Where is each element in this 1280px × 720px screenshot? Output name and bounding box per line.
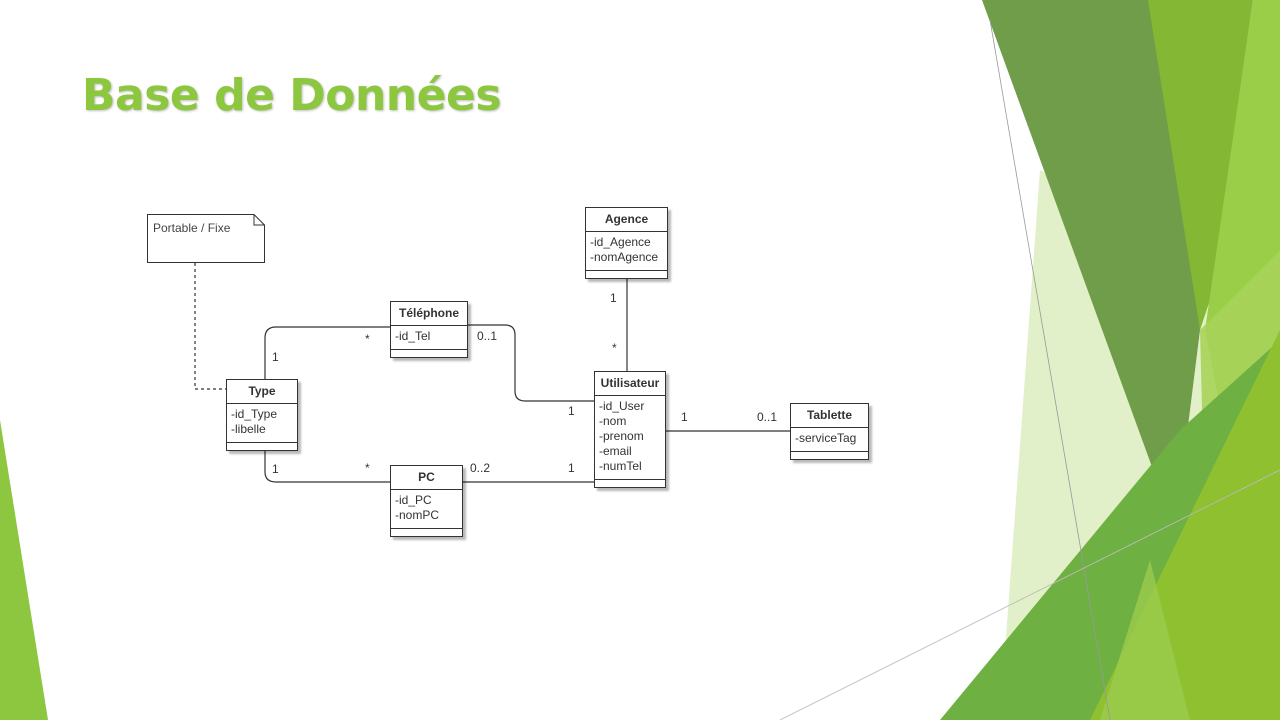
class-agence: Agence -id_Agence -nomAgence bbox=[585, 207, 668, 279]
class-type-name: Type bbox=[227, 380, 297, 404]
attribute: -id_User bbox=[599, 399, 645, 413]
attribute: -libelle bbox=[231, 422, 266, 436]
class-telephone: Téléphone -id_Tel bbox=[390, 301, 468, 358]
multiplicity-telephone-utilisateur-utilisateur-end: 1 bbox=[568, 404, 575, 418]
multiplicity-telephone-utilisateur-telephone-end: 0..1 bbox=[477, 329, 498, 343]
note-shape-icon bbox=[147, 214, 265, 263]
multiplicity-pc-utilisateur-pc-end: 0..2 bbox=[470, 461, 491, 475]
class-tablette-operations bbox=[791, 452, 868, 459]
multiplicity-type-telephone-type-end: 1 bbox=[272, 350, 279, 364]
class-pc-name: PC bbox=[391, 466, 462, 490]
class-tablette-name: Tablette bbox=[791, 404, 868, 428]
class-pc-attributes: -id_PC -nomPC bbox=[391, 490, 462, 529]
multiplicity-utilisateur-tablette-tablette-end: 0..1 bbox=[757, 410, 778, 424]
attribute: -id_Type bbox=[231, 407, 278, 421]
association-type-telephone bbox=[264, 326, 390, 379]
multiplicity-utilisateur-tablette-utilisateur-end: 1 bbox=[681, 410, 688, 424]
class-agence-name: Agence bbox=[586, 208, 667, 232]
class-tablette-attributes: -serviceTag bbox=[791, 428, 868, 452]
association-type-pc bbox=[264, 451, 390, 483]
multiplicity-agence-utilisateur-utilisateur-end: * bbox=[612, 341, 617, 355]
right-mid-green-triangle bbox=[1148, 0, 1253, 330]
left-green-sliver bbox=[0, 420, 48, 720]
multiplicity-pc-utilisateur-utilisateur-end: 1 bbox=[568, 461, 575, 475]
class-agence-operations bbox=[586, 271, 667, 278]
note-text: Portable / Fixe bbox=[153, 221, 231, 235]
attribute: -nomAgence bbox=[590, 250, 659, 264]
attribute: -numTel bbox=[599, 459, 642, 473]
attribute: -id_Agence bbox=[590, 235, 651, 249]
multiplicity-type-pc-type-end: 1 bbox=[272, 462, 279, 476]
attribute: -nom bbox=[599, 414, 627, 428]
attribute: -email bbox=[599, 444, 632, 458]
note-anchor-dashed bbox=[194, 263, 226, 390]
class-utilisateur: Utilisateur -id_User -nom -prenom -email… bbox=[594, 371, 666, 488]
class-tablette: Tablette -serviceTag bbox=[790, 403, 869, 460]
bottom-light-overlay bbox=[1100, 560, 1190, 720]
class-utilisateur-attributes: -id_User -nom -prenom -email -numTel bbox=[595, 396, 665, 480]
class-telephone-name: Téléphone bbox=[391, 302, 467, 326]
class-telephone-attributes: -id_Tel bbox=[391, 326, 467, 350]
class-utilisateur-operations bbox=[595, 480, 665, 487]
class-pc-operations bbox=[391, 529, 462, 536]
class-type-operations bbox=[227, 443, 297, 450]
thin-diagonal-line-2 bbox=[779, 469, 1280, 720]
class-type-attributes: -id_Type -libelle bbox=[227, 404, 297, 443]
slide-title: Base de Données bbox=[82, 70, 502, 121]
class-pc: PC -id_PC -nomPC bbox=[390, 465, 463, 537]
class-telephone-operations bbox=[391, 350, 467, 357]
class-agence-attributes: -id_Agence -nomAgence bbox=[586, 232, 667, 271]
attribute: -id_Tel bbox=[395, 329, 431, 343]
note-portable-fixe: Portable / Fixe bbox=[147, 214, 265, 263]
thin-diagonal-line-1 bbox=[989, 19, 1111, 720]
attribute: -nomPC bbox=[395, 508, 440, 522]
attribute: -serviceTag bbox=[795, 431, 857, 445]
multiplicity-type-pc-pc-end: * bbox=[365, 461, 370, 475]
class-type: Type -id_Type -libelle bbox=[226, 379, 298, 451]
association-telephone-utilisateur bbox=[467, 324, 594, 402]
class-utilisateur-name: Utilisateur bbox=[595, 372, 665, 396]
multiplicity-agence-utilisateur-agence-end: 1 bbox=[610, 291, 617, 305]
attribute: -prenom bbox=[599, 429, 644, 443]
multiplicity-type-telephone-telephone-end: * bbox=[365, 332, 370, 346]
attribute: -id_PC bbox=[395, 493, 432, 507]
right-dark-green-triangle bbox=[982, 0, 1200, 530]
